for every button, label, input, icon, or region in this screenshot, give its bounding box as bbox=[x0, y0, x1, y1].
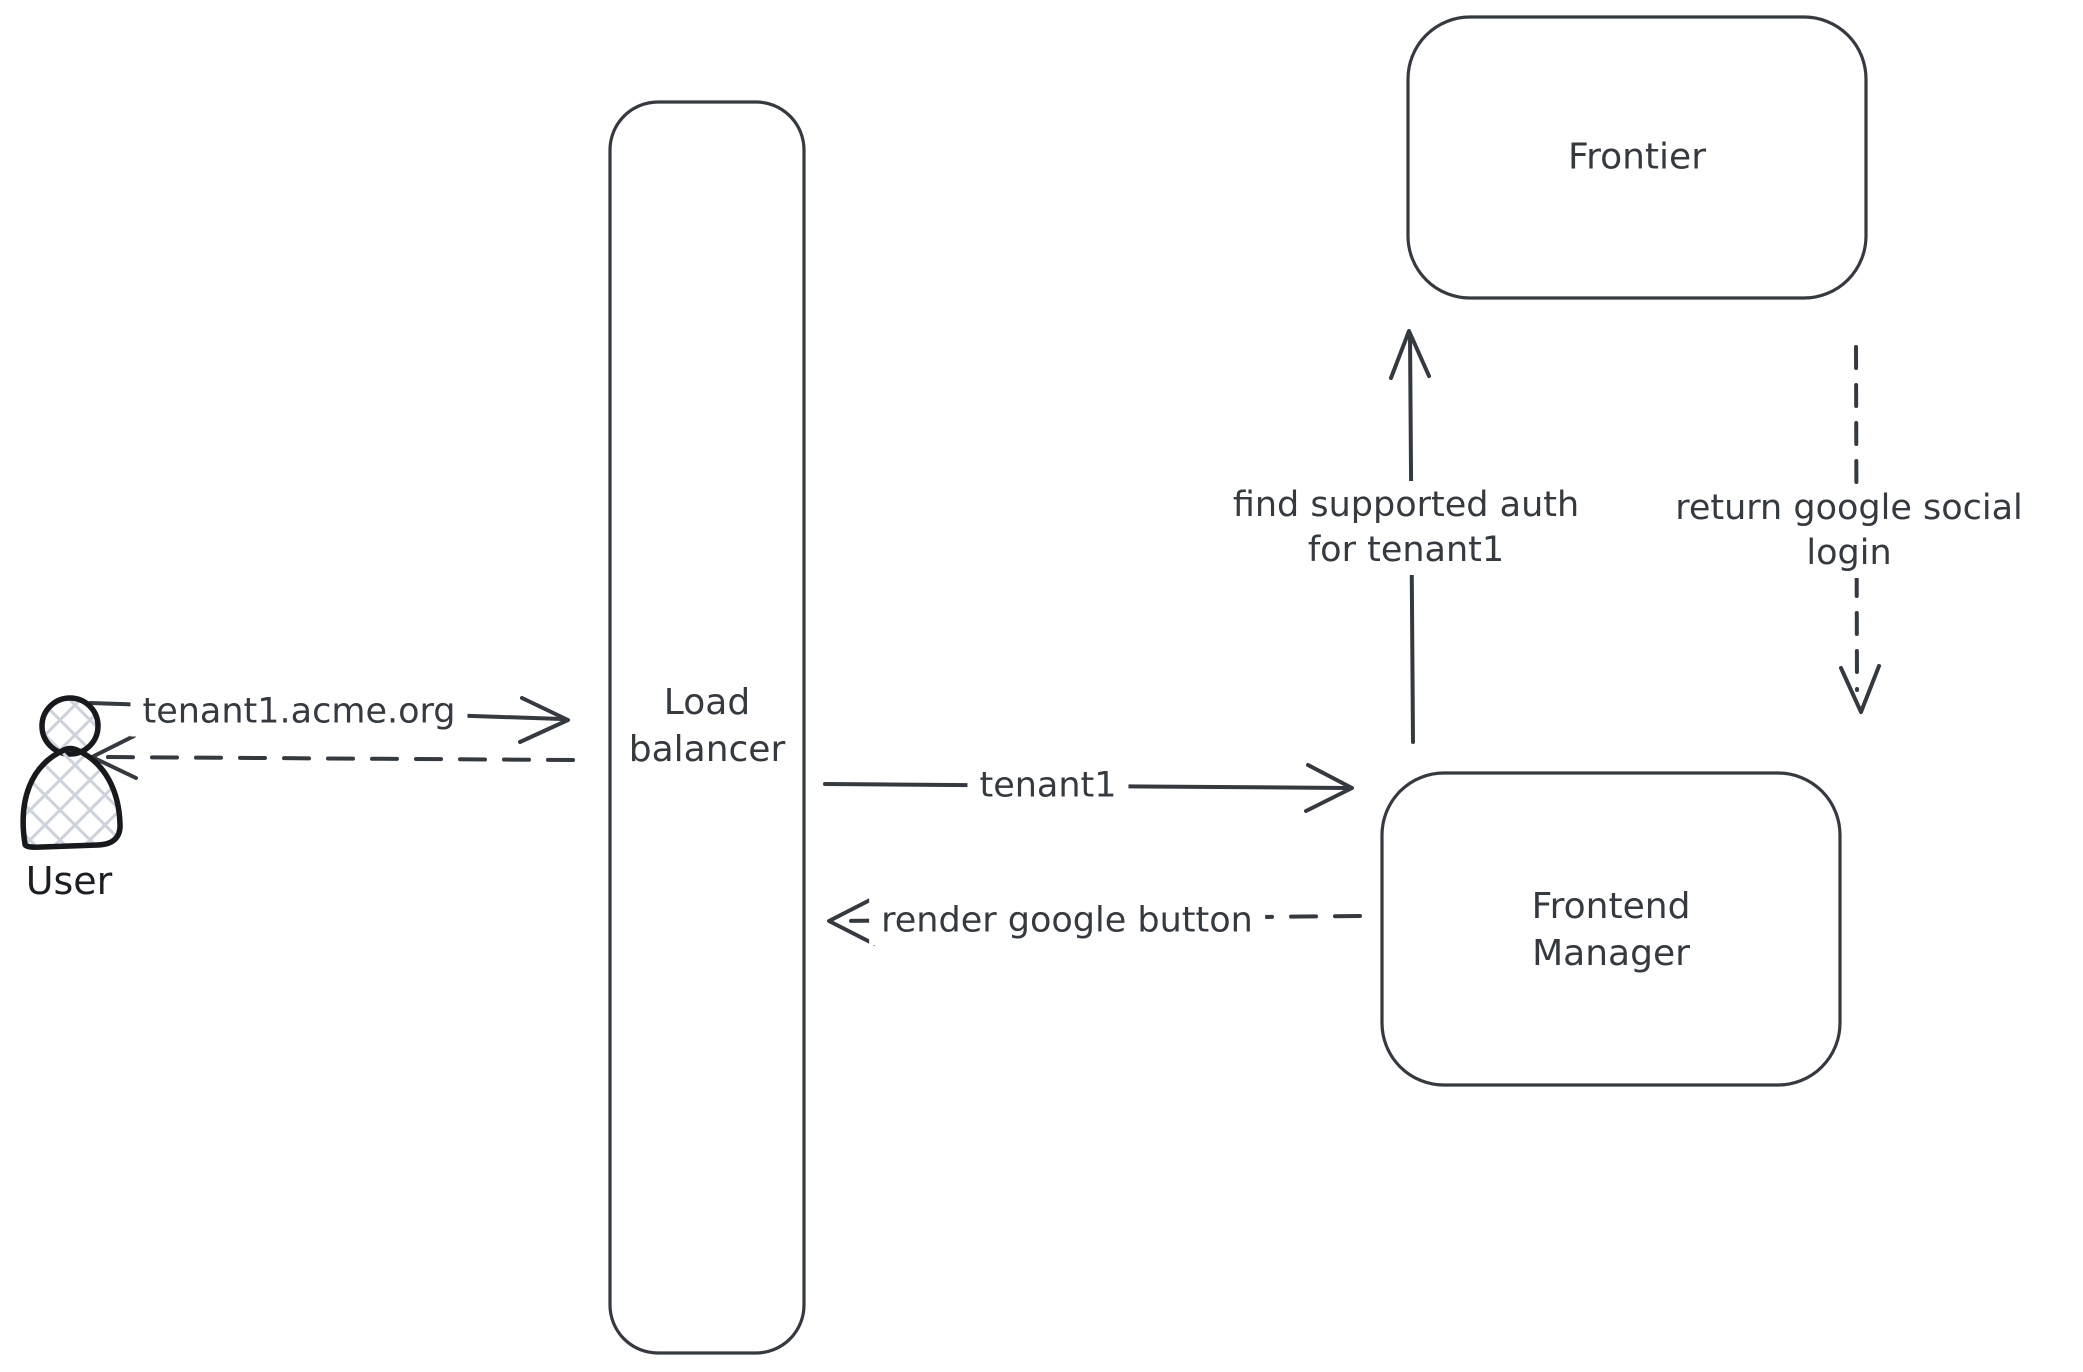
edge-label-tenant1: tenant1 bbox=[967, 761, 1129, 811]
load-balancer-label-line2: balancer bbox=[628, 729, 786, 770]
frontend-manager-label-line2: Manager bbox=[1532, 933, 1690, 974]
edge-label-tenant1-acme-org: tenant1.acme.org bbox=[130, 687, 468, 737]
edge-lb-to-user bbox=[90, 734, 575, 780]
user-head bbox=[39, 695, 101, 757]
load-balancer-label: Load balancer bbox=[629, 679, 786, 773]
edge-label-return-google-social-login-line2: login bbox=[1806, 533, 1892, 573]
frontier-label: Frontier bbox=[1567, 136, 1707, 178]
frontend-manager-label: Frontend Manager bbox=[1532, 883, 1691, 977]
load-balancer-box bbox=[608, 100, 806, 1355]
user-body bbox=[20, 745, 123, 850]
edge-label-find-supported-auth: find supported auth for tenant1 bbox=[1220, 481, 1592, 575]
load-balancer-label-line1: Load bbox=[663, 682, 751, 723]
frontier-box bbox=[1406, 15, 1868, 300]
edge-label-find-supported-auth-line1: find supported auth bbox=[1232, 485, 1580, 525]
edges bbox=[88, 329, 1881, 946]
edge-label-find-supported-auth-line2: for tenant1 bbox=[1307, 530, 1505, 570]
edge-label-render-google-button: render google button bbox=[869, 896, 1265, 946]
node-shapes bbox=[608, 15, 1868, 1355]
edge-label-return-google-social-login: return google social login bbox=[1663, 484, 2035, 578]
edge-label-return-google-social-login-line1: return google social bbox=[1675, 488, 2023, 528]
user-label: User bbox=[25, 859, 113, 903]
user-icon bbox=[20, 695, 123, 850]
frontend-manager-box bbox=[1380, 771, 1842, 1087]
frontend-manager-label-line1: Frontend bbox=[1531, 886, 1691, 927]
